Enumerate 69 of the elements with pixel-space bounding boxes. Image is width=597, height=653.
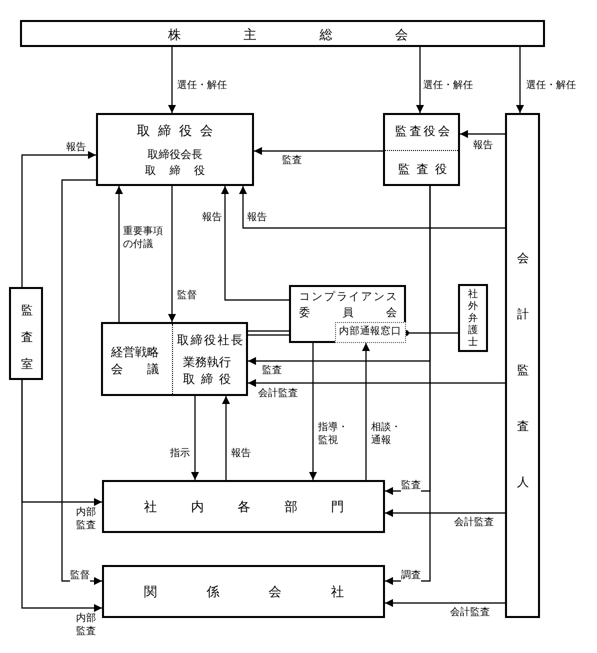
arrow [191, 396, 199, 480]
meeting-box [20, 20, 545, 47]
box-title: 内部通報窓口 [339, 325, 401, 339]
edge-label: 報告 [247, 211, 267, 224]
arrow [416, 47, 424, 113]
arrow [168, 186, 176, 322]
edge-label: 監査 [262, 364, 282, 377]
management-box [101, 322, 248, 396]
box-title: 社外弁護士 [467, 289, 479, 349]
arrow [385, 509, 505, 517]
edge-label: 重要事項の付議 [123, 225, 165, 251]
box-text: 監査役 [398, 161, 447, 178]
arrow [115, 186, 123, 322]
edge-label: 会計監査 [258, 387, 298, 400]
arrow [516, 47, 524, 113]
box-text: 取締役 [145, 163, 205, 179]
edge-label: 報告 [202, 211, 222, 224]
arrow [460, 130, 505, 138]
edge-label: 指示 [170, 447, 190, 460]
lawyer-box [458, 284, 488, 352]
edge-label: 選任・解任 [177, 79, 227, 92]
arrow [254, 147, 383, 155]
edge-label: 調査 [401, 569, 421, 582]
box-title: 監査室 [20, 302, 34, 373]
arrow [221, 186, 289, 301]
arrow [168, 47, 176, 113]
edge-label: 監査 [401, 479, 421, 492]
arrow [248, 379, 505, 387]
edge-label: 監査 [282, 154, 302, 167]
box-title: 監査役会 [395, 123, 450, 140]
arrow [362, 343, 370, 480]
connector-line [247, 330, 290, 336]
department-box [102, 480, 385, 533]
box-title: コンプライアンス委員会 [299, 289, 397, 321]
arrow [21, 151, 96, 287]
edge-label: 内部監査 [76, 612, 97, 638]
edge-label: 会計監査 [454, 516, 494, 529]
edge-label: 報告 [231, 447, 251, 460]
edge-label: 選任・解任 [526, 79, 576, 92]
box-title: 社内各部門 [144, 499, 344, 517]
arrow [309, 343, 317, 480]
arrow [222, 396, 230, 480]
box-text: 取締役社長 [177, 332, 243, 349]
edge-label: 会計監査 [450, 606, 490, 619]
edge-label: 監督 [177, 289, 197, 302]
arrow [61, 179, 102, 585]
auditor-box [383, 113, 460, 186]
box-text: 取締役会長 [146, 147, 204, 163]
hotline-box [335, 322, 406, 343]
audit-office-box [9, 287, 43, 380]
box-title: 株主総会 [168, 27, 408, 45]
box-text: 業務執行取締役 [183, 354, 231, 388]
arrow [239, 186, 505, 229]
arrow [21, 380, 102, 612]
auditor-column [505, 113, 540, 618]
box-title: 取締役会 [137, 123, 213, 141]
board-box [96, 113, 254, 186]
arrow [385, 599, 505, 607]
committee-box [289, 285, 406, 343]
edge-label: 選任・解任 [423, 79, 473, 92]
box-title: 関係会社 [144, 584, 344, 602]
edge-label: 内部監査 [76, 506, 97, 532]
affiliate-box [102, 565, 385, 618]
edge-label: 報告 [473, 139, 493, 152]
box-title: 経営戦略会議 [111, 344, 159, 378]
edge-label: 報告 [66, 141, 86, 154]
box-title: 会計監査人 [516, 250, 530, 491]
arrow [385, 186, 431, 585]
edge-label: 監督 [70, 569, 90, 582]
